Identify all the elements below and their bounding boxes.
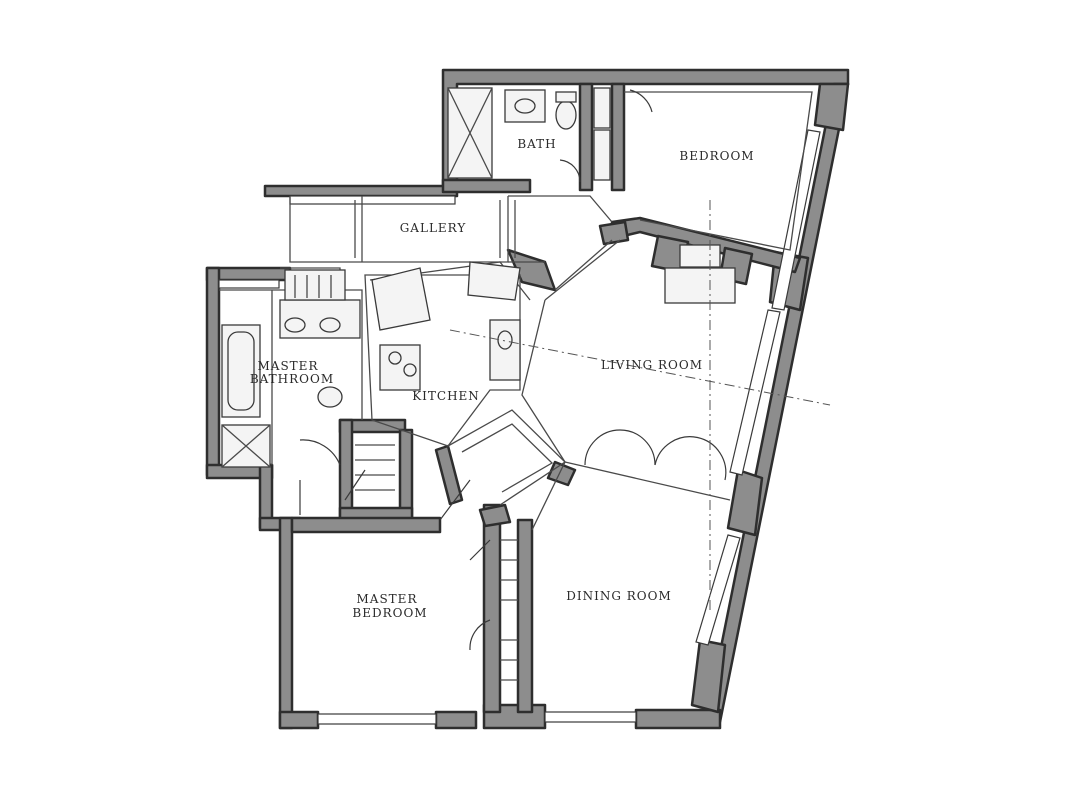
- room-label-kitchen: KITCHEN: [412, 389, 480, 403]
- room-labels: BATH BEDROOM GALLERY MASTER BATHROOM KIT…: [250, 137, 754, 620]
- windows-and-openings: [218, 129, 821, 725]
- door-swings: [299, 89, 727, 651]
- axis-guides: [449, 200, 831, 610]
- room-label-bedroom: BEDROOM: [679, 149, 754, 163]
- room-label-dining-room: DINING ROOM: [566, 589, 672, 603]
- room-outlines: [219, 91, 813, 531]
- room-label-master-bedroom-line2: BEDROOM: [352, 606, 427, 620]
- interior-walls: [290, 82, 802, 714]
- room-label-master-bathroom-line2: BATHROOM: [250, 372, 334, 386]
- exterior-walls: [205, 68, 850, 730]
- fixtures: [221, 87, 736, 681]
- room-label-living-room: LIVING ROOM: [601, 358, 703, 372]
- room-label-bath: BATH: [517, 137, 556, 151]
- room-label-master-bedroom-line1: MASTER: [357, 592, 418, 606]
- room-label-gallery: GALLERY: [400, 221, 467, 235]
- room-label-master-bathroom-line1: MASTER: [258, 359, 319, 373]
